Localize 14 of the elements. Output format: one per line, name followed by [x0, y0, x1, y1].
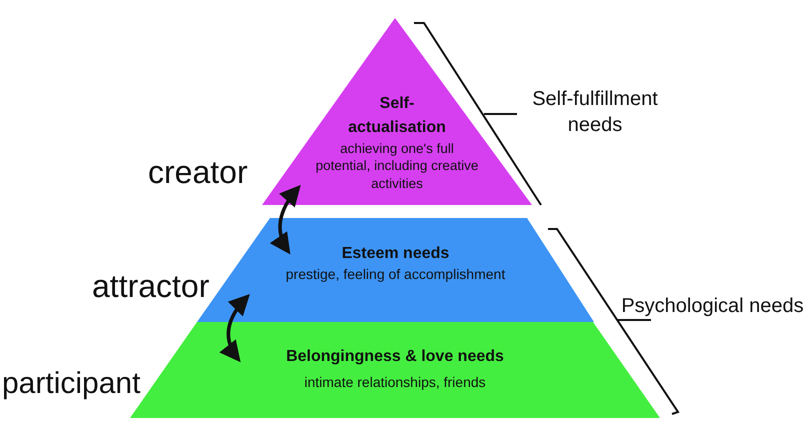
- double-arrow: [270, 184, 301, 255]
- tier-description: prestige, feeling of accomplishment: [284, 266, 506, 284]
- tier-title: Self-actualisation: [347, 94, 447, 138]
- tier-description: intimate relationships, friends: [303, 374, 487, 392]
- pyramid-top-triangle: [262, 18, 532, 205]
- tier-title: Belongingness & love needs: [285, 347, 505, 367]
- double-arrow: [220, 294, 250, 362]
- tier-description: achieving one's full potential, including creative activities: [314, 140, 480, 192]
- role-label: creator: [148, 153, 249, 192]
- role-label: participant: [2, 366, 142, 402]
- tier-title: Esteem needs: [340, 244, 450, 264]
- bracket-label: Self-fulfillment needs: [531, 87, 659, 138]
- bracket-label: Psychological needs: [620, 294, 805, 319]
- role-label: attractor: [92, 267, 210, 306]
